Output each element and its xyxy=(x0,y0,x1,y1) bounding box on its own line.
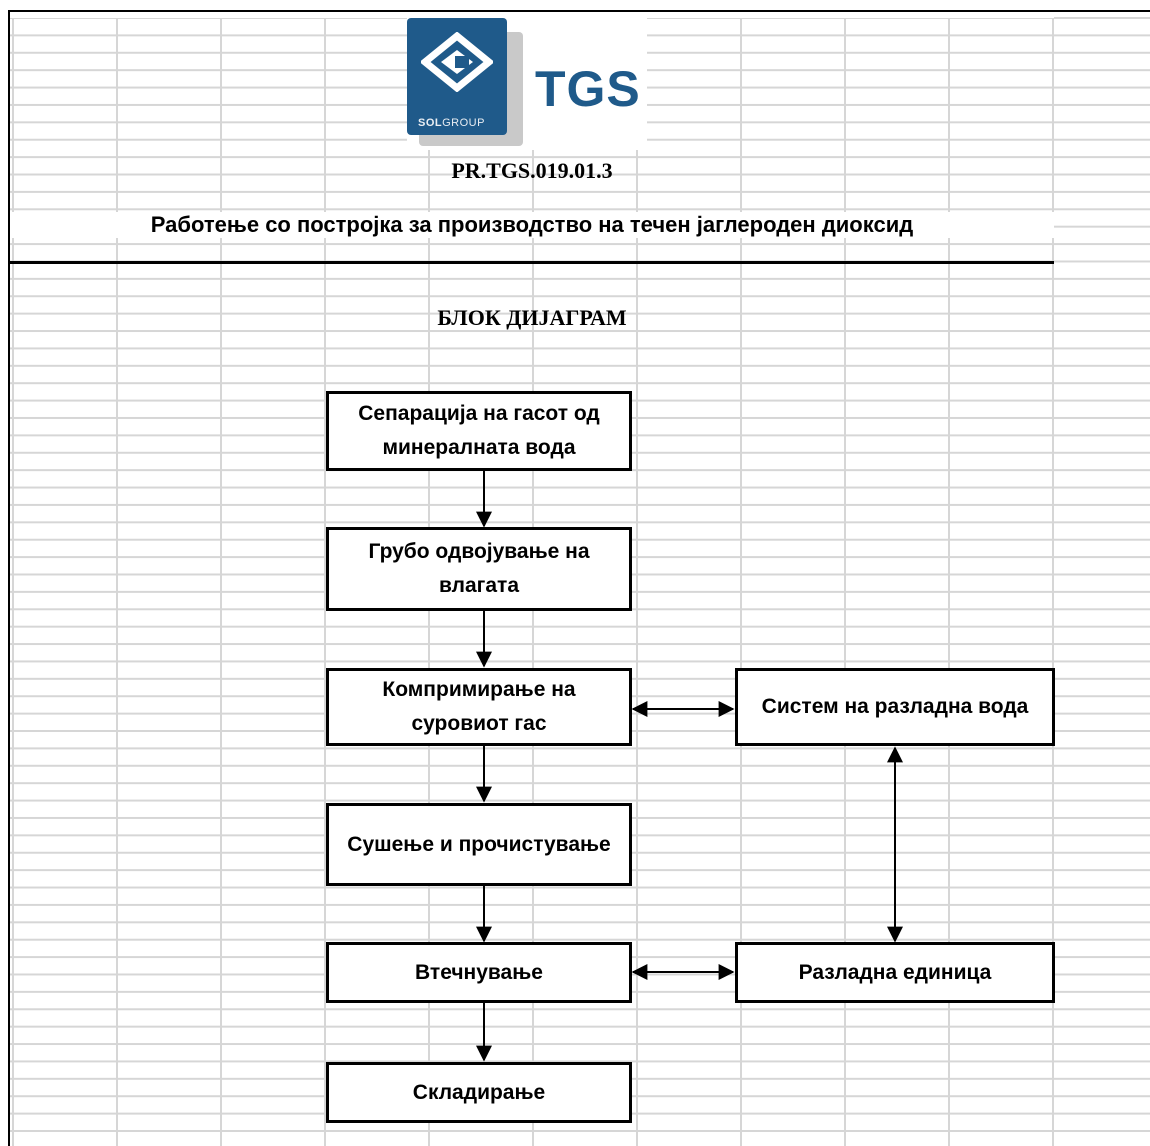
logo-mark: SOLGROUP xyxy=(407,18,507,135)
company-logo: SOLGROUP TGS xyxy=(407,18,647,150)
node-storage: Складирање xyxy=(326,1062,632,1123)
section-heading: БЛОК ДИЈАГРАМ xyxy=(437,305,627,330)
logo-group-text: SOLGROUP xyxy=(418,117,485,129)
node-separation: Сепарација на гасот од минералната вода xyxy=(326,391,632,471)
logo-brand-text: TGS xyxy=(535,61,641,117)
node-cooling-unit: Разладна единица xyxy=(735,942,1055,1003)
spreadsheet-page: SOLGROUP TGS PR.TGS.019.01.3 Работење со… xyxy=(8,10,1150,1146)
node-compression: Компримирање на суровиот гас xyxy=(326,668,632,746)
title-divider xyxy=(10,261,1054,264)
node-coarse-drying: Грубо одвојување на влагата xyxy=(326,527,632,611)
node-cooling-water-system: Систем на разладна вода xyxy=(735,668,1055,746)
diamond-logo-icon xyxy=(421,32,493,92)
flow-arrows xyxy=(476,471,903,1062)
node-drying-purification: Сушење и прочистување xyxy=(326,803,632,886)
node-liquefaction: Втечнување xyxy=(326,942,632,1003)
document-title: Работење со постројка за производство на… xyxy=(10,212,1054,238)
document-code: PR.TGS.019.01.3 xyxy=(451,158,613,183)
